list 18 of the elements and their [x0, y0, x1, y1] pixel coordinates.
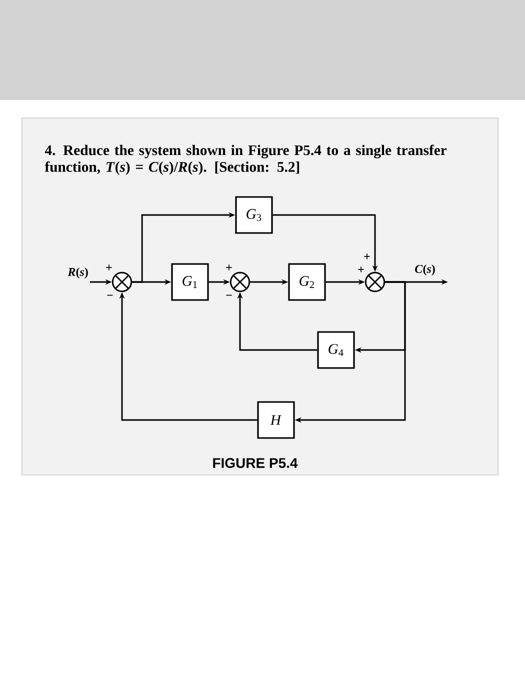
transfer-block: G$_{2}$ [288, 263, 326, 301]
transfer-block: G$_{4}$ [317, 331, 355, 369]
transfer-block: H [257, 401, 295, 439]
sign-label: − [107, 294, 113, 296]
figure-caption: FIGURE P5.4 [213, 458, 298, 468]
signal-label: C(s) [415, 264, 435, 276]
signal-label: R(s) [68, 268, 88, 278]
problem-text: 4. Reduce the system shown in Figure P5.4 to a single transfer function, T(s) = C(s)/R(s). [Section: 5.2] [44, 144, 447, 175]
transfer-block: G$_{3}$ [235, 196, 273, 234]
sign-label: − [226, 294, 232, 296]
sign-label: + [226, 264, 232, 270]
summing-junction [230, 272, 250, 292]
sign-label: + [358, 266, 364, 272]
sign-label: + [364, 254, 370, 260]
summing-junction [364, 272, 386, 292]
summing-junction [112, 272, 132, 292]
transfer-block: G$_{1}$ [171, 263, 209, 301]
sign-label: + [106, 264, 112, 270]
